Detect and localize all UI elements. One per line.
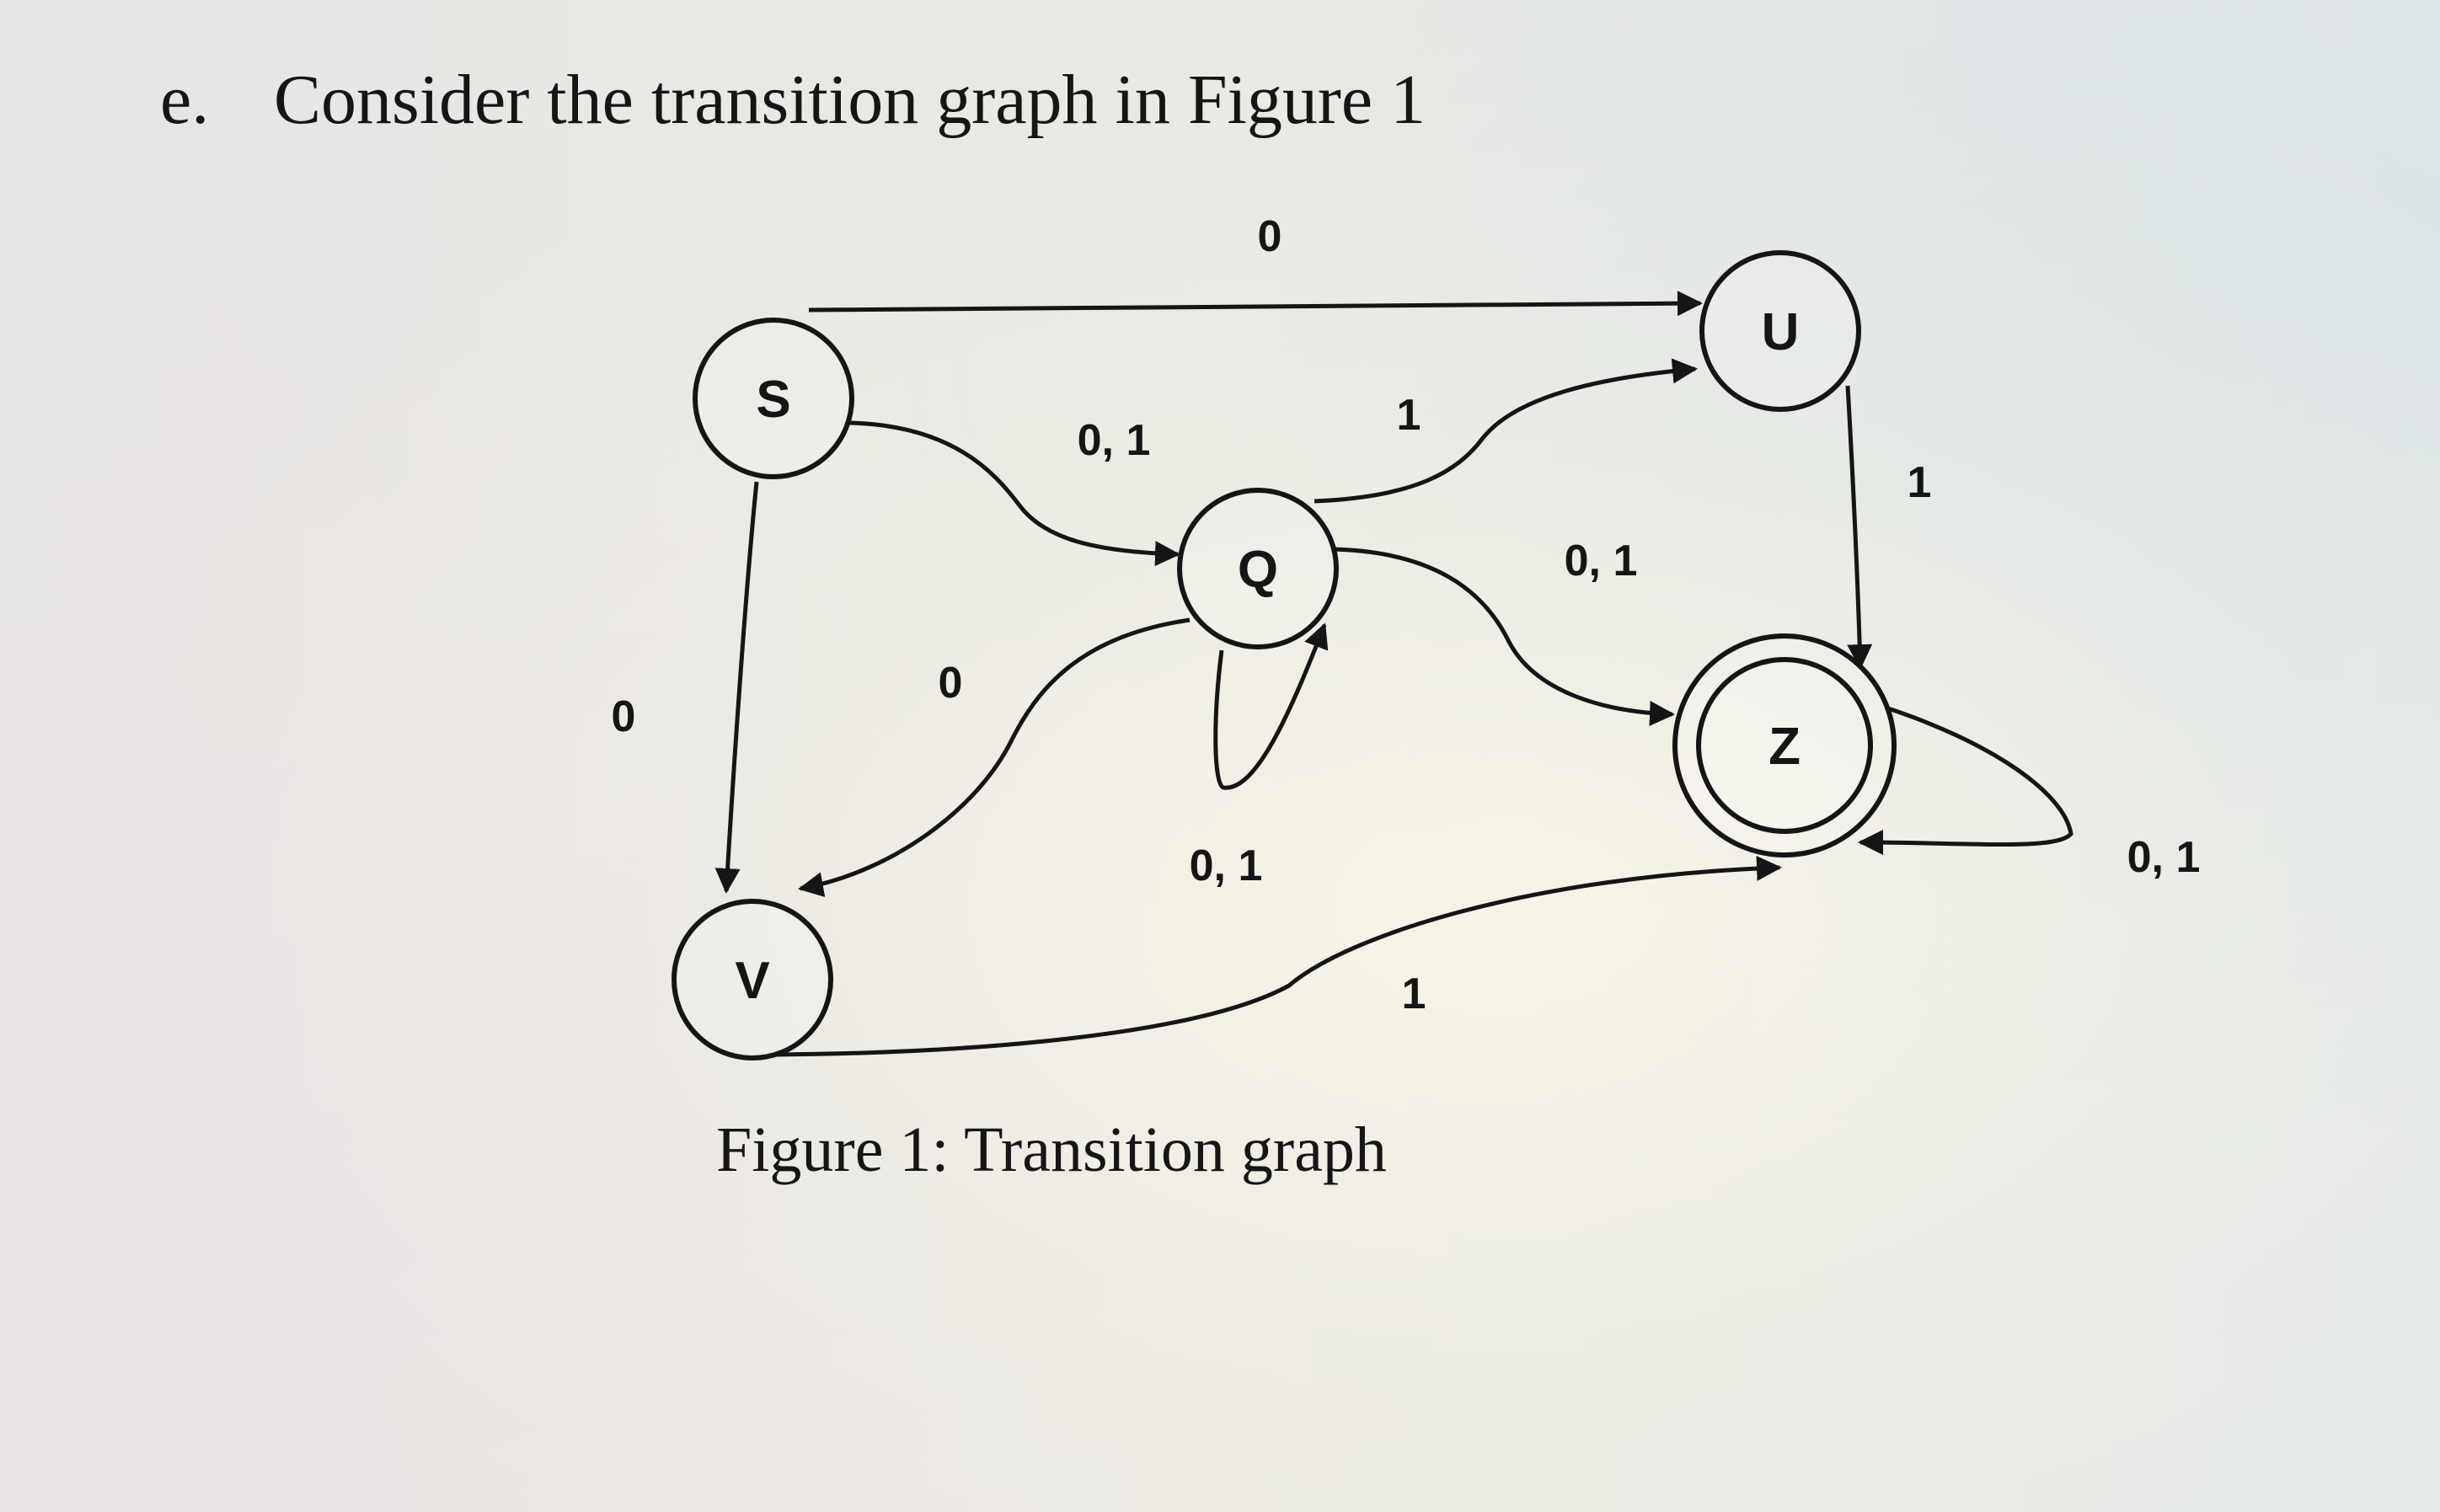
state-u: U: [1699, 250, 1861, 412]
label-s-v: 0: [612, 692, 636, 741]
state-s-label: S: [756, 371, 790, 429]
edge-s-v: [714, 481, 759, 894]
state-v-circle: [672, 899, 833, 1061]
state-s: S: [693, 318, 854, 479]
label-q-self: 0, 1: [1190, 841, 1263, 890]
label-z-self: 0, 1: [2127, 833, 2201, 882]
edge-q-u: [1314, 358, 1698, 504]
state-q-circle: [1177, 488, 1339, 649]
state-u-label: U: [1762, 303, 1800, 361]
label-s-u: 0: [1258, 212, 1282, 261]
state-z: Z: [1672, 633, 1897, 858]
state-v: V: [672, 899, 833, 1061]
label-u-z: 1: [1908, 458, 1932, 507]
state-z-outer-circle: [1672, 633, 1897, 858]
edge-q-self: [1213, 622, 1329, 790]
label-v-z: 1: [1402, 970, 1426, 1018]
label-q-z: 0, 1: [1565, 537, 1638, 585]
state-q-label: Q: [1238, 541, 1278, 599]
label-s-q: 0, 1: [1078, 416, 1151, 465]
edge-u-z: [1845, 385, 1873, 670]
edge-s-q: [848, 420, 1180, 567]
question-heading: e. Consider the transition graph in Figur…: [160, 59, 1426, 141]
state-z-inner-circle: [1696, 657, 1873, 834]
edge-v-z: [776, 855, 1782, 1057]
state-v-label: V: [735, 952, 769, 1010]
edge-q-z: [1332, 547, 1675, 727]
edge-z-self: [1858, 705, 2073, 856]
question-letter: e.: [160, 61, 210, 139]
edge-s-u: [808, 291, 1703, 317]
label-q-v: 0: [939, 659, 963, 708]
state-u-circle: [1699, 250, 1861, 412]
state-s-circle: [693, 318, 854, 479]
figure-caption: Figure 1: Transition graph: [716, 1114, 1387, 1185]
label-q-u: 1: [1397, 391, 1421, 440]
question-text: Consider the transition graph in Figure …: [274, 61, 1426, 139]
edge-q-v: [798, 617, 1191, 897]
state-q: Q: [1177, 488, 1339, 649]
state-z-label: Z: [1768, 718, 1801, 776]
